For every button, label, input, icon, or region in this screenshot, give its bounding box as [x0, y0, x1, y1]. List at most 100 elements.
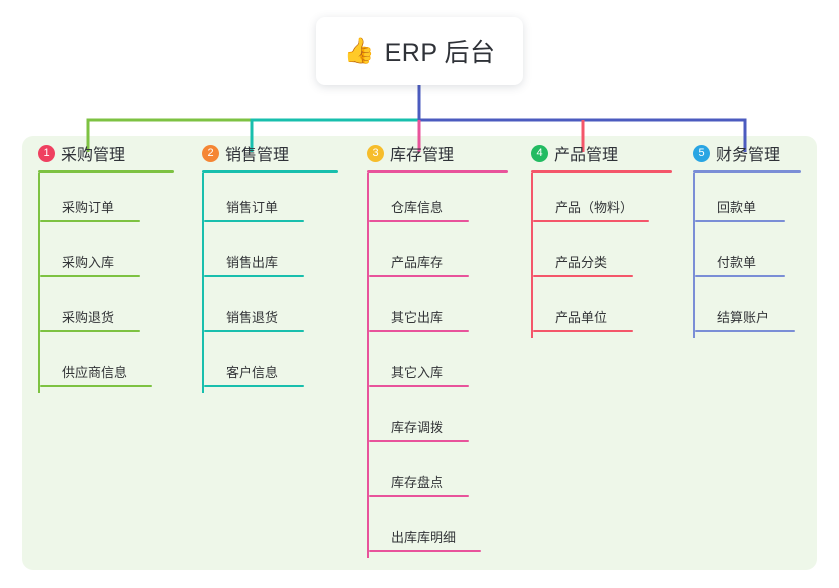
leaf-label: 采购入库	[62, 255, 115, 270]
leaf-rule	[40, 220, 140, 222]
leaf-item[interactable]: 销售退货	[204, 283, 354, 338]
leaf-item[interactable]: 产品分类	[533, 228, 688, 283]
leaf-item[interactable]: 库存调拨	[369, 393, 524, 448]
branch-header-3[interactable]: 3 库存管理	[359, 136, 524, 170]
leaf-item[interactable]: 客户信息	[204, 338, 354, 393]
branch-title: 库存管理	[390, 147, 455, 164]
branch-header-rule	[38, 170, 174, 173]
leaf-label: 仓库信息	[391, 200, 444, 215]
leaf-rule	[40, 385, 152, 387]
branch-trunk-line	[202, 173, 204, 393]
leaf-rule	[695, 330, 795, 332]
leaf-item[interactable]: 仓库信息	[369, 173, 524, 228]
branch-number-badge: 3	[367, 144, 384, 162]
branch-header-rule	[693, 170, 801, 173]
branch-trunk-line	[531, 173, 533, 338]
leaf-label: 产品分类	[555, 255, 608, 270]
leaf-label: 销售退货	[226, 310, 279, 325]
leaf-label: 销售出库	[226, 255, 279, 270]
branch-leaves: 销售订单销售出库销售退货客户信息	[202, 173, 354, 393]
leaf-rule	[369, 385, 469, 387]
leaf-item[interactable]: 采购入库	[40, 228, 190, 283]
leaf-item[interactable]: 销售订单	[204, 173, 354, 228]
leaf-item[interactable]: 销售出库	[204, 228, 354, 283]
leaf-rule	[204, 330, 304, 332]
leaf-rule	[369, 330, 469, 332]
branch-header-rule	[202, 170, 338, 173]
leaf-rule	[40, 275, 140, 277]
branch-column-4: 4 产品管理产品（物料） 产品分类产品单位	[523, 136, 688, 338]
leaf-item[interactable]: 采购订单	[40, 173, 190, 228]
leaf-label: 其它出库	[391, 310, 444, 325]
leaf-item[interactable]: 产品单位	[533, 283, 688, 338]
leaf-rule	[204, 385, 304, 387]
branch-leaves: 回款单付款单结算账户	[693, 173, 817, 338]
leaf-item[interactable]: 回款单	[695, 173, 817, 228]
branch-number-badge: 4	[531, 144, 548, 162]
leaf-label: 产品单位	[555, 310, 608, 325]
branch-column-3: 3 库存管理仓库信息产品库存其它出库其它入库库存调拨库存盘点出库库明细	[359, 136, 524, 558]
branch-trunk-line	[693, 173, 695, 338]
leaf-rule	[695, 275, 785, 277]
leaf-item[interactable]: 库存盘点	[369, 448, 524, 503]
thumbs-up-icon: 👍	[343, 36, 375, 65]
diagram-background-panel	[22, 136, 817, 570]
leaf-item[interactable]: 出库库明细	[369, 503, 524, 558]
branch-header-5[interactable]: 5 财务管理	[685, 136, 817, 170]
leaf-label: 库存盘点	[391, 475, 444, 490]
leaf-label: 客户信息	[226, 365, 279, 380]
branch-leaves: 产品（物料） 产品分类产品单位	[531, 173, 688, 338]
leaf-item[interactable]: 其它入库	[369, 338, 524, 393]
leaf-label: 出库库明细	[391, 530, 457, 545]
leaf-rule	[695, 220, 785, 222]
branch-trunk-line	[367, 173, 369, 558]
branch-number-badge: 2	[202, 144, 219, 162]
branch-header-rule	[367, 170, 508, 173]
leaf-label: 结算账户	[717, 310, 770, 325]
leaf-item[interactable]: 付款单	[695, 228, 817, 283]
leaf-item[interactable]: 供应商信息	[40, 338, 190, 393]
leaf-item[interactable]: 结算账户	[695, 283, 817, 338]
branch-number-badge: 1	[38, 144, 55, 162]
branch-column-5: 5 财务管理回款单付款单结算账户	[685, 136, 817, 338]
root-title: ERP 后台	[384, 39, 496, 67]
root-node[interactable]: 👍 ERP 后台	[316, 17, 523, 85]
leaf-label: 产品库存	[391, 255, 444, 270]
leaf-rule	[369, 495, 469, 497]
leaf-label: 其它入库	[391, 365, 444, 380]
leaf-label: 销售订单	[226, 200, 279, 215]
leaf-rule	[204, 220, 304, 222]
leaf-item[interactable]: 采购退货	[40, 283, 190, 338]
leaf-rule	[533, 275, 633, 277]
leaf-rule	[40, 330, 140, 332]
branch-trunk-line	[38, 173, 40, 393]
leaf-rule	[369, 440, 469, 442]
leaf-rule	[533, 220, 649, 222]
leaf-rule	[533, 330, 633, 332]
leaf-label: 库存调拨	[391, 420, 444, 435]
leaf-item[interactable]: 产品（物料）	[533, 173, 688, 228]
leaf-item[interactable]: 产品库存	[369, 228, 524, 283]
leaf-label: 采购订单	[62, 200, 115, 215]
branch-header-rule	[531, 170, 672, 173]
leaf-item[interactable]: 其它出库	[369, 283, 524, 338]
leaf-rule	[204, 275, 304, 277]
leaf-label: 供应商信息	[62, 365, 128, 380]
branch-title: 产品管理	[554, 147, 619, 164]
branch-title: 财务管理	[716, 147, 781, 164]
leaf-label: 产品（物料）	[555, 200, 634, 215]
leaf-label: 回款单	[717, 200, 757, 215]
branch-number-badge: 5	[693, 144, 710, 162]
leaf-label: 采购退货	[62, 310, 115, 325]
branch-header-4[interactable]: 4 产品管理	[523, 136, 688, 170]
branch-leaves: 采购订单采购入库采购退货供应商信息	[38, 173, 190, 393]
leaf-rule	[369, 275, 469, 277]
branch-leaves: 仓库信息产品库存其它出库其它入库库存调拨库存盘点出库库明细	[367, 173, 524, 558]
leaf-rule	[369, 550, 481, 552]
leaf-label: 付款单	[717, 255, 757, 270]
